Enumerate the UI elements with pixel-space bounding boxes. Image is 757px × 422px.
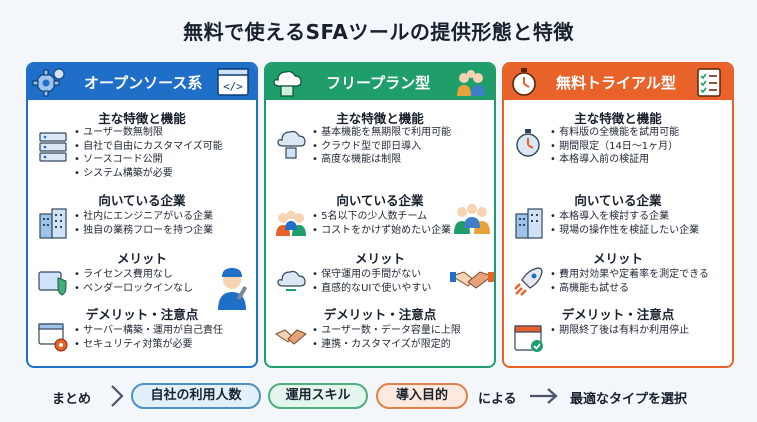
svg-text:</>: </>: [223, 80, 243, 93]
list-item: 保守運用の手間がない: [312, 268, 488, 282]
list-item: 期限終了後は有料か利用停止: [550, 324, 726, 338]
list-item: 自社で自由にカスタマイズ可能: [74, 140, 250, 154]
section-title: 向いている企業: [98, 193, 186, 208]
gear-icon: [32, 68, 65, 97]
list-item: ベンダーロックインなし: [74, 282, 250, 296]
people-group-icon: [276, 210, 306, 236]
cloud-server-icon: [273, 70, 302, 97]
column-header: オープンソース系 </>: [28, 64, 256, 100]
merit-section: メリット ライセンス費用なし ベンダーロックインなし: [28, 248, 256, 310]
server-rack-icon: [39, 132, 67, 162]
calendar-check-icon: [514, 325, 543, 352]
section-title: デメリット・注意点: [323, 307, 437, 322]
list-item: サーバー構築・運用が自己責任: [74, 324, 250, 338]
code-window-icon: </>: [217, 68, 249, 96]
features-section: 主な特徴と機能 ユーザー数無制限 自社で自由にカスタマイズ可能 ソースコード公開…: [28, 108, 256, 179]
list-item: ライセンス費用なし: [74, 268, 250, 282]
section-title: デメリット・注意点: [561, 307, 675, 322]
summary-result: 最適なタイプを選択: [570, 392, 688, 407]
demerit-section: デメリット・注意点 サーバー構築・運用が自己責任 セキュリティ対策が必要: [28, 304, 256, 352]
list-item: セキュリティ対策が必要: [74, 338, 250, 352]
handshake-icon: [274, 329, 307, 345]
list-item: 連携・カスタマイズが限定的: [312, 338, 488, 352]
checklist-icon: [697, 68, 721, 97]
section-title: 向いている企業: [574, 193, 662, 208]
section-title: 主な特徴と機能: [574, 111, 662, 126]
list-item: 高度な機能は制限: [312, 153, 488, 167]
section-title: メリット: [592, 251, 643, 266]
summary-row: まとめ 自社の利用人数 運用スキル 導入目的 による 最適なタイプを選択: [0, 382, 757, 410]
merit-section: メリット 保守運用の手間がない 直感的なUIで使いやすい: [266, 248, 494, 294]
list-item: 現場の操作性を検証したい企業: [550, 224, 726, 238]
stopwatch-icon: [516, 129, 540, 157]
list-item: 本格導入を検討する企業: [550, 210, 726, 224]
section-title: メリット: [116, 251, 167, 266]
section-title: 向いている企業: [336, 193, 424, 208]
list-item: 費用対効果や定着率を測定できる: [550, 268, 726, 282]
summary-pill: 自社の利用人数: [131, 383, 261, 409]
list-item: 社内にエンジニアがいる企業: [74, 210, 250, 224]
cloud-icon: [277, 130, 306, 159]
summary-pill: 運用スキル: [268, 383, 368, 409]
list-item: 期間限定（14日〜1ヶ月）: [550, 140, 726, 154]
list-item: システム構築が必要: [74, 167, 250, 181]
section-title: 主な特徴と機能: [98, 111, 186, 126]
arrow-right-icon: [530, 388, 558, 404]
cloud-icon: [277, 270, 306, 291]
merit-section: メリット 費用対効果や定着率を測定できる 高機能も試せる: [504, 248, 732, 296]
wallet-shield-icon: [38, 271, 67, 296]
section-title: メリット: [354, 251, 405, 266]
target-section: 向いている企業 本格導入を検討する企業 現場の操作性を検証したい企業: [504, 190, 732, 239]
office-building-icon: [515, 208, 543, 239]
summary-label: まとめ: [52, 392, 92, 407]
column-title: 無料トライアル型: [556, 74, 676, 92]
features-section: 主な特徴と機能 基本機能を無期限で利用可能 クラウド型で即日導入 高度な機能は制…: [266, 108, 494, 165]
list-item: クラウド型で即日導入: [312, 140, 488, 154]
engineer-icon: [218, 268, 248, 310]
column-free-trial: 無料トライアル型 主な特徴と機能 有料版の全機能を試用可能 期間限定（14日〜1…: [502, 62, 734, 368]
list-item: コストをかけず始めたい企業: [312, 224, 488, 238]
team-icon: [457, 70, 485, 96]
page-title: 無料で使えるSFAツールの提供形態と特徴: [183, 20, 574, 44]
stopwatch-icon: [512, 68, 536, 96]
list-item: 独自の業務フローを持つ企業: [74, 224, 250, 238]
list-item: 直感的なUIで使いやすい: [312, 282, 488, 296]
list-item: ユーザー数・データ容量に上限: [312, 324, 488, 338]
target-section: 向いている企業 5名以下の少人数チーム コストをかけず始めたい企業: [266, 190, 494, 236]
features-section: 主な特徴と機能 有料版の全機能を試用可能 期間限定（14日〜1ヶ月） 本格導入前…: [504, 108, 732, 165]
column-title: オープンソース系: [84, 74, 203, 92]
summary-connector: による: [478, 392, 517, 407]
list-item: 基本機能を無期限で利用可能: [312, 126, 488, 140]
section-title: 主な特徴と機能: [336, 111, 424, 126]
people-group-icon: [454, 204, 490, 234]
list-item: ユーザー数無制限: [74, 126, 250, 140]
list-item: ソースコード公開: [74, 153, 250, 167]
section-title: デメリット・注意点: [85, 307, 199, 322]
list-item: 本格導入前の検証用: [550, 153, 726, 167]
list-item: 高機能も試せる: [550, 282, 726, 296]
chevron-right-icon: [111, 385, 124, 407]
list-item: 5名以下の少人数チーム: [312, 210, 488, 224]
column-free-plan: フリープラン型 主な特徴と機能 基本機能を無期限で利用可能 クラウド型で即日導入…: [264, 62, 496, 368]
rocket-icon: [514, 267, 543, 296]
demerit-section: デメリット・注意点 期限終了後は有料か利用停止: [504, 304, 732, 352]
handshake-icon: [450, 271, 494, 289]
column-header: フリープラン型: [266, 64, 494, 100]
demerit-section: デメリット・注意点 ユーザー数・データ容量に上限 連携・カスタマイズが限定的: [266, 304, 494, 350]
summary-pill: 導入目的: [376, 383, 468, 409]
list-item: 有料版の全機能を試用可能: [550, 126, 726, 140]
office-building-icon: [39, 208, 67, 239]
column-header: 無料トライアル型: [504, 64, 732, 100]
target-section: 向いている企業 社内にエンジニアがいる企業 独自の業務フローを持つ企業: [28, 190, 256, 239]
column-open-source: オープンソース系 </> 主な特徴と機能 ユーザー数無制限 自社で自由にカスタマ…: [26, 62, 258, 368]
settings-window-icon: [38, 323, 68, 352]
column-title: フリープラン型: [326, 74, 431, 92]
